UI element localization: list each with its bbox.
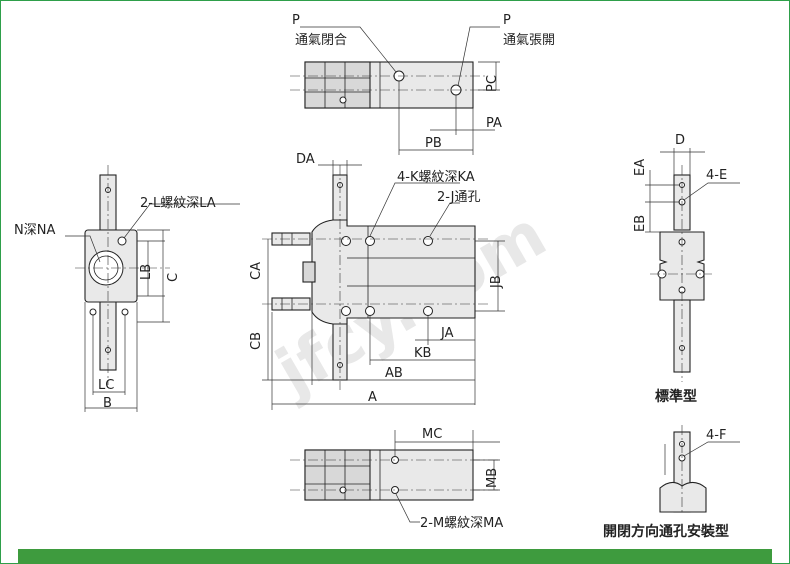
- label-pb: PB: [425, 136, 442, 151]
- label-port-open: 通氣張開: [503, 33, 555, 48]
- label-lb: LB: [139, 264, 154, 280]
- bottom-view: [290, 430, 500, 523]
- label-l-thread: 2-L螺紋深LA: [140, 196, 216, 211]
- top-view: [290, 26, 500, 155]
- label-p-left: P: [292, 13, 300, 28]
- side-port-type-caption: 開閉方向通孔安裝型: [603, 523, 729, 540]
- label-jb: JB: [489, 275, 504, 289]
- label-cb: CB: [249, 332, 264, 350]
- label-port-close: 通氣閉合: [295, 33, 347, 48]
- front-view: [262, 160, 505, 410]
- label-mb: MB: [485, 468, 500, 488]
- label-ca: CA: [249, 262, 264, 280]
- std-body: [659, 231, 705, 301]
- footer-bar: [18, 549, 772, 564]
- label-4e: 4-E: [706, 168, 727, 183]
- label-pa: PA: [486, 116, 502, 131]
- label-ja: JA: [440, 326, 454, 341]
- label-d: D: [675, 133, 685, 148]
- jaw-hole: [339, 96, 347, 104]
- label-k-thread: 4-K螺紋深KA: [397, 170, 475, 185]
- side-port-type-view: [659, 425, 740, 513]
- side-view: [65, 165, 240, 412]
- label-pc: PC: [485, 75, 500, 92]
- label-lc: LC: [98, 378, 114, 393]
- label-da: DA: [296, 152, 315, 167]
- label-j-through: 2-J通孔: [437, 190, 481, 205]
- front-port: [302, 261, 316, 283]
- standard-type-view: [645, 148, 740, 382]
- label-p-right: P: [503, 13, 511, 28]
- standard-type-caption: 標準型: [655, 388, 697, 405]
- front-body: [311, 219, 476, 325]
- bottom-jaw: [304, 449, 371, 501]
- label-ea: EA: [633, 159, 648, 176]
- label-eb: EB: [633, 215, 648, 232]
- label-ab: AB: [385, 366, 403, 381]
- sp-body-stub: [659, 481, 707, 513]
- label-mc: MC: [422, 427, 442, 442]
- label-n-depth: N深NA: [14, 223, 55, 238]
- label-c: C: [166, 273, 181, 282]
- top-jaw: [304, 61, 371, 109]
- label-kb: KB: [414, 346, 431, 361]
- label-b: B: [103, 396, 112, 411]
- label-4f: 4-F: [706, 428, 726, 443]
- label-a: A: [368, 390, 377, 405]
- label-m-thread: 2-M螺紋深MA: [420, 516, 503, 531]
